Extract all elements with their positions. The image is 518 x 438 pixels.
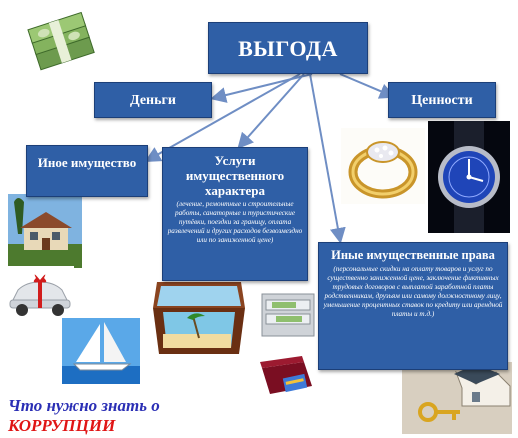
gift-box-card-image (254, 346, 320, 402)
cash-drawer-image (258, 286, 318, 342)
travel-suitcase-image (147, 276, 251, 358)
arrow-to-valuables (339, 73, 396, 99)
arrow-to-money (210, 73, 313, 103)
root-node-label: ВЫГОДА (238, 36, 338, 61)
node-services-details: (лечение, ремонтные и строительные работ… (167, 200, 303, 244)
node-rights-title: Иные имущественные права (331, 248, 495, 262)
gold-ring-image (341, 128, 425, 204)
node-property-services: Услуги имущественного характера (лечение… (162, 147, 308, 281)
arrow-to-property (144, 73, 301, 162)
car-with-bow-image (6, 266, 74, 322)
money-stack-image (27, 11, 95, 71)
sailing-yacht-image (62, 318, 140, 384)
node-money: Деньги (94, 82, 212, 118)
root-node-benefit: ВЫГОДА (208, 22, 368, 74)
node-other-property: Иное имущество (26, 145, 148, 197)
node-rights-details: (персональные скидки на оплату товаров и… (323, 265, 503, 318)
arrow-to-services (237, 73, 305, 149)
node-valuables-label: Ценности (411, 93, 473, 108)
node-services-title: Услуги имущественного характера (185, 153, 285, 198)
node-other-property-label: Иное имущество (37, 155, 137, 170)
node-other-property-rights: Иные имущественные права (персональные с… (318, 242, 508, 370)
house-image (8, 194, 82, 268)
caption: Что нужно знать о КОРРУПЦИИ (8, 396, 160, 436)
luxury-watch-image (428, 121, 510, 233)
caption-line-2: КОРРУПЦИИ (8, 416, 116, 435)
caption-line-1: Что нужно знать о (8, 396, 160, 415)
node-valuables: Ценности (388, 82, 496, 118)
arrow-to-rights (309, 73, 346, 244)
node-money-label: Деньги (130, 93, 176, 108)
house-keys-image (402, 362, 512, 434)
